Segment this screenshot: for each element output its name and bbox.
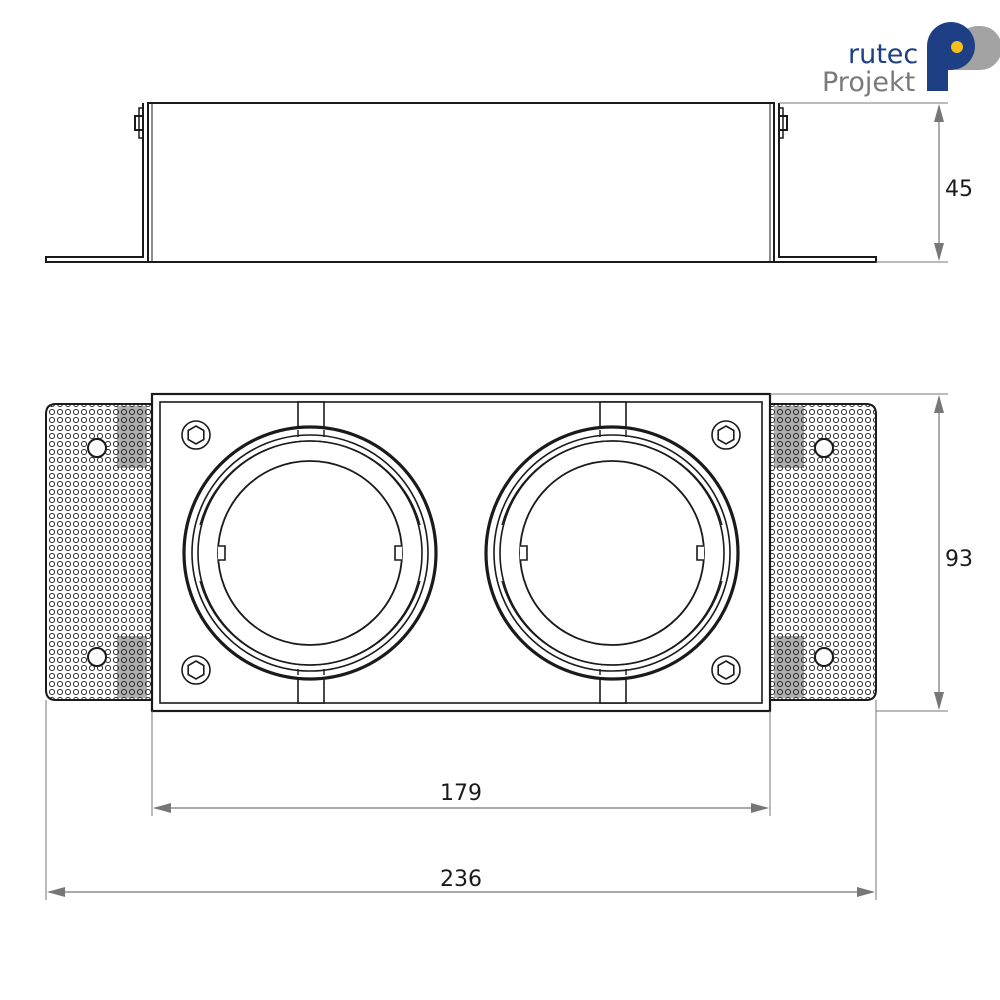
- logo: rutec Projekt: [822, 22, 1000, 98]
- mount-hole-icon: [814, 647, 834, 667]
- side-view-body: [147, 102, 775, 263]
- dimension-inner-width: 179: [151, 711, 771, 816]
- dimension-total-width-label: 236: [440, 867, 482, 892]
- mount-hole-icon: [87, 438, 107, 458]
- mount-hole-icon: [87, 647, 107, 667]
- right-socket-opening: [484, 425, 740, 681]
- mount-hole-icon: [814, 438, 834, 458]
- top-view-screws: [181, 420, 741, 685]
- logo-mark-icon: [927, 22, 1000, 94]
- dimension-inner-width-label: 179: [440, 781, 482, 806]
- dimension-depth-label: 93: [945, 547, 973, 572]
- top-view-inner-rim: [159, 401, 763, 704]
- logo-line2: Projekt: [822, 67, 915, 98]
- dimension-total-width: 236: [45, 700, 877, 900]
- dimension-height-label: 45: [945, 177, 973, 202]
- left-socket-opening: [182, 425, 438, 681]
- screw-icon: [181, 655, 211, 685]
- top-view: [45, 392, 877, 713]
- socket-rim-slots: [297, 430, 627, 675]
- screw-icon: [181, 420, 211, 450]
- right-perforated-flange: [769, 403, 877, 701]
- side-view: [45, 102, 877, 263]
- screw-icon: [711, 655, 741, 685]
- dimension-height: 45: [779, 102, 973, 263]
- side-view-left-flange: [45, 103, 148, 263]
- side-view-right-flange: [774, 103, 877, 263]
- side-view-left-clip: [134, 107, 144, 139]
- side-view-right-clip: [778, 107, 788, 139]
- logo-line1: rutec: [848, 39, 918, 70]
- screw-icon: [711, 420, 741, 450]
- left-perforated-flange: [45, 403, 153, 701]
- dimension-depth: 93: [770, 393, 973, 712]
